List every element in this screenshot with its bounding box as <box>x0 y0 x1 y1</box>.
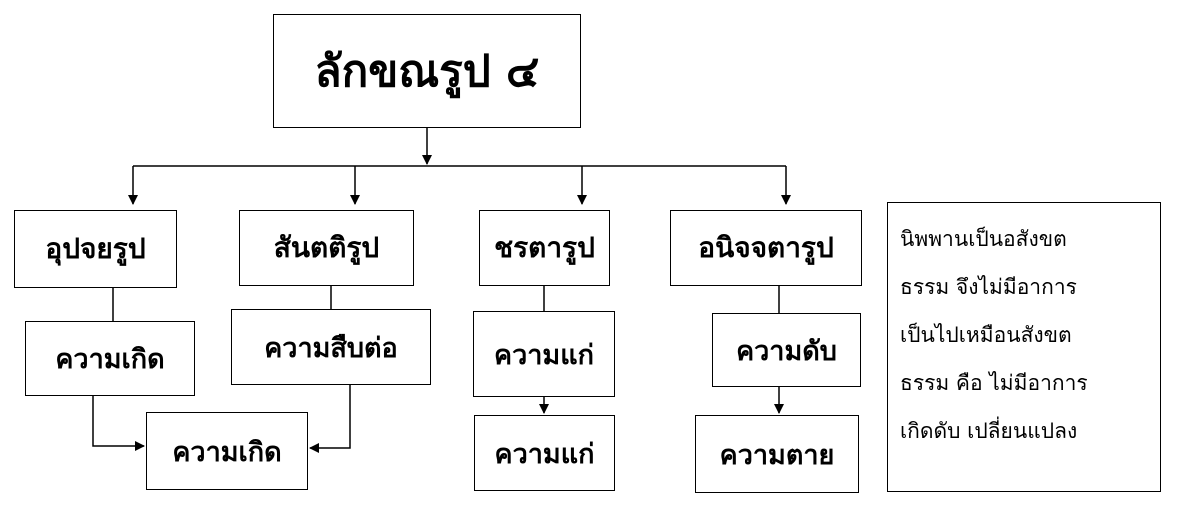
result-label: ความตาย <box>719 439 835 471</box>
category-box-jarata: ชรตารูป <box>479 210 610 286</box>
meaning-box-aniccata: ความดับ <box>712 313 861 387</box>
category-label: สันตติรูป <box>273 231 380 264</box>
result-label: ความแก่ <box>494 438 595 470</box>
meaning-box-santati: ความสืบต่อ <box>231 309 431 385</box>
meaning-label: ความเกิด <box>55 344 165 375</box>
note-line: เกิดดับ เปลี่ยนแปลง <box>900 419 1078 443</box>
note-line: ธรรม คือ ไม่มีอาการ <box>900 371 1088 395</box>
meaning-label: ความสืบต่อ <box>264 332 398 364</box>
meaning-label: ความดับ <box>736 335 837 367</box>
category-box-santati: สันตติรูป <box>239 210 414 286</box>
category-label: ชรตารูป <box>494 231 595 264</box>
result-box-aniccata: ความตาย <box>695 415 859 493</box>
nibbana-note-box: นิพพานเป็นอสังขต ธรรม จึงไม่มีอาการ เป็น… <box>887 202 1161 492</box>
result-label: ความเกิด <box>172 436 282 468</box>
category-box-aniccata: อนิจจตารูป <box>670 210 862 286</box>
root-title-box: ลักขณรูป ๔ <box>273 14 581 128</box>
result-box-jarata: ความแก่ <box>474 415 615 491</box>
note-line: ธรรม จึงไม่มีอาการ <box>900 275 1077 299</box>
meaning-box-upacaya: ความเกิด <box>25 321 195 396</box>
arrow-upacaya-to-result <box>92 396 145 451</box>
arrow-santati-to-result <box>309 385 351 453</box>
root-title: ลักขณรูป ๔ <box>314 46 540 97</box>
note-line: เป็นไปเหมือนสังขต <box>900 323 1072 347</box>
meaning-box-jarata: ความแก่ <box>473 311 615 397</box>
meaning-label: ความแก่ <box>494 339 594 371</box>
note-line: นิพพานเป็นอสังขต <box>900 227 1067 251</box>
result-box-shared: ความเกิด <box>146 412 308 490</box>
category-box-upacaya: อุปจยรูป <box>14 210 177 288</box>
category-label: อุปจยรูป <box>45 232 146 265</box>
category-label: อนิจจตารูป <box>698 231 834 264</box>
